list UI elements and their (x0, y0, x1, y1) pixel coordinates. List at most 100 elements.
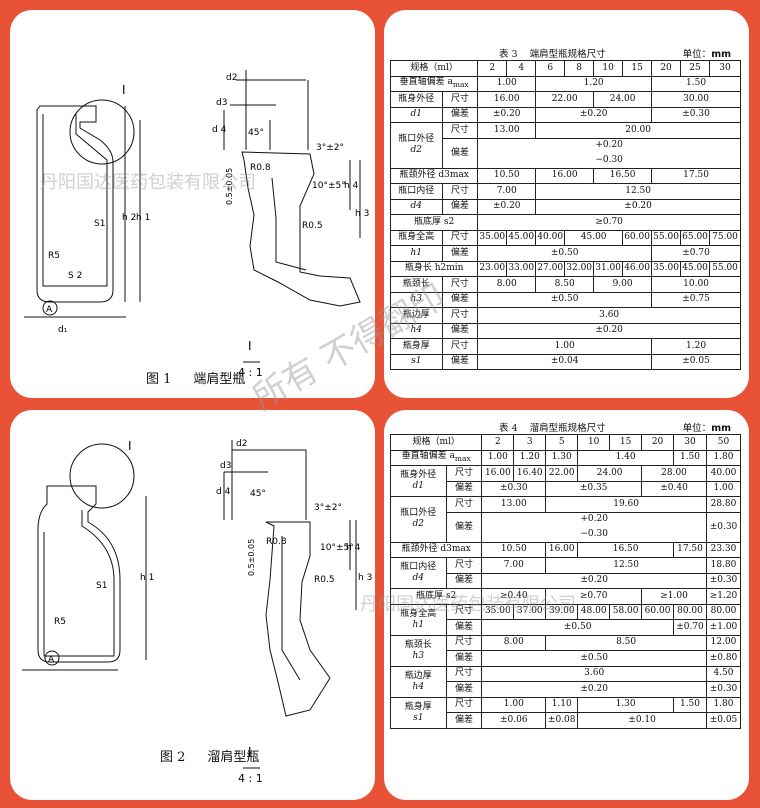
table-cell: 80.00 (705, 603, 742, 620)
table-cell: 尺寸 (441, 338, 479, 355)
figure1-number: 图 1 (146, 372, 172, 387)
figure1-caption: 图 1 端肩型瓶 (146, 368, 245, 387)
table-cell: ±0.70 (651, 245, 741, 262)
table-cell: 30 (709, 60, 741, 77)
d3-label: d3 (220, 461, 231, 471)
table-cell: d4 (390, 198, 443, 215)
symbol: h3 (410, 294, 423, 305)
table-cell: 55.00 (709, 260, 741, 277)
table-cell: h4 (390, 322, 443, 339)
table-cell: 4 (506, 60, 537, 77)
symbol: d2 (410, 145, 423, 156)
a312-label: 3°±2° (316, 143, 344, 153)
table-cell: 23.30 (705, 541, 742, 558)
table-row: d1 偏差 ±0.20 ±0.20 ±0.30 (390, 106, 741, 123)
table-cell: 20 (641, 434, 675, 451)
symbol: d4 (410, 201, 423, 212)
table-cell: 7.00 (481, 557, 547, 574)
table-cell: 40.00 (705, 465, 742, 482)
table-row: 偏差 +0.20 ±0.30 (391, 511, 742, 543)
table-cell: 尺寸 (441, 122, 479, 139)
table-cell: ±0.20 (481, 572, 707, 589)
row-label: 垂直轴偏差 a (401, 451, 455, 462)
table-cell: 1.40 (577, 449, 675, 466)
table-cell: ±0.30 (481, 480, 547, 497)
h3-label: h 3 (355, 209, 369, 219)
table-cell: 6 (535, 60, 566, 77)
table-cell: 8.00 (481, 634, 547, 651)
table-cell: 偏差 (445, 572, 483, 589)
table-cell: ±0.50 (477, 291, 653, 308)
table-cell: 17.50 (673, 541, 707, 558)
table-cell: ±0.75 (651, 291, 741, 308)
symbol: h3 (412, 650, 425, 661)
table-row: s1 偏差 ±0.04 ±0.05 (390, 353, 741, 370)
d1-label: d₁ (58, 325, 68, 335)
h1-label: h 1 (140, 573, 154, 583)
symbol: d4 (412, 573, 425, 583)
table-cell: 尺寸 (445, 665, 483, 682)
table-cell: 瓶身厚 (390, 338, 443, 355)
symbol: d1 (412, 481, 425, 491)
s1-label: S1 (94, 219, 105, 229)
table-cell: h3 (390, 291, 443, 308)
figure2-card: I A R5 S1 h 1 d2 d3 d 4 45° 3°±2° 10°±5°… (10, 410, 375, 800)
table-cell: 80.00 (673, 603, 707, 620)
table-cell: −0.30 (477, 153, 741, 169)
table-cell: 偏差 (441, 245, 479, 262)
table-cell: 瓶身长 h2min (389, 260, 479, 277)
table-cell: 33.00 (506, 260, 537, 277)
table-cell: ±0.20 (535, 198, 741, 215)
table-cell: d1 (390, 106, 443, 123)
table-cell: 24.00 (593, 91, 653, 108)
r05-label: R0.5 (302, 221, 323, 231)
table-cell: ±0.04 (477, 353, 653, 370)
table-cell: 8.50 (535, 276, 595, 293)
table-cell: ±0.50 (481, 650, 707, 667)
table-cell: 20 (651, 60, 682, 77)
table-cell: 12.50 (535, 183, 741, 200)
detail-ref-label: I (248, 745, 252, 759)
table-row: 垂直轴偏差 amax 1.00 1.20 1.50 (389, 75, 741, 92)
a1005-label: 10°±5° (312, 181, 346, 191)
table-row: 瓶身厚 尺寸 1.00 1.20 (390, 338, 741, 355)
table-cell: 18.80 (705, 557, 742, 574)
table-row: 偏差 ±0.50 ±0.70 ±1.00 (391, 619, 742, 636)
symbol: h1 (412, 619, 425, 630)
table-cell: 75.00 (709, 229, 741, 246)
table-cell: 尺寸 (445, 557, 483, 574)
table-cell: 4.50 (705, 665, 742, 682)
table-cell: 16.00 (477, 91, 537, 108)
figure2-drawing: I A R5 S1 h 1 d2 d3 d 4 45° 3°±2° 10°±5°… (22, 439, 372, 785)
table-cell: 8.50 (545, 634, 707, 651)
table-cell: 偏差 (445, 619, 483, 636)
table-row: d4 偏差 ±0.20 ±0.20 (390, 198, 741, 215)
table-cell: 8.00 (477, 276, 537, 293)
group-label: 瓶口外径 (398, 134, 435, 145)
figure1-title: 端肩型瓶 (193, 372, 246, 387)
table-row: h3 偏差 ±0.50 ±0.75 (390, 291, 741, 308)
table-cell: ±0.05 (705, 712, 742, 729)
table-cell: 1.30 (577, 696, 675, 713)
table-cell: 39.00 (545, 603, 579, 620)
table-cell: 瓶颈长 (390, 276, 443, 293)
figure2-title: 溜肩型瓶 (207, 750, 260, 765)
d2-label: d2 (236, 439, 247, 449)
table-cell: 10.50 (481, 541, 547, 558)
table-cell: ±0.20 (481, 681, 707, 698)
table-cell: 1.10 (545, 696, 579, 713)
table-cell: 9.00 (593, 276, 653, 293)
table-row: 瓶口内径 尺寸 7.00 12.50 (390, 183, 741, 200)
detail-ref-label: I (248, 339, 252, 353)
table4-unit: mm (711, 423, 731, 434)
table-cell: 19.60 (545, 496, 707, 513)
table-cell: 35.00 (477, 229, 508, 246)
table-cell: 16.00 (481, 465, 515, 482)
table-row: −0.30 (391, 527, 741, 543)
table-cell: ±0.20 (477, 322, 741, 339)
table3-label: 表 3 (499, 49, 518, 60)
table-cell: 12.00 (705, 634, 742, 651)
table-cell: ±0.50 (477, 245, 653, 262)
